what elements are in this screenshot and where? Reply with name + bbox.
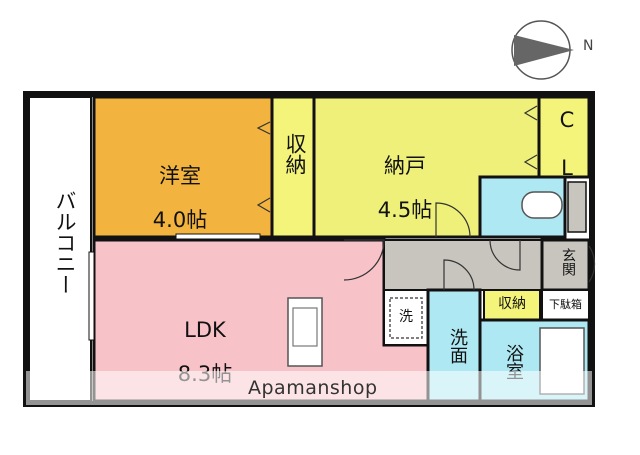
washer-area: [383, 289, 429, 346]
closet-1-label: 収納: [283, 133, 307, 175]
watermark-text: Apamanshop: [248, 377, 378, 399]
washroom-label: 洗面: [447, 328, 468, 364]
compass-icon: [511, 20, 574, 80]
door-arc-entrance: [588, 245, 596, 283]
western-room-size: 4.0帖: [152, 208, 208, 233]
western-room-area: [92, 95, 274, 239]
storage-room-size: 4.5帖: [377, 198, 433, 223]
storage-room-label: 納戸 4.5帖: [355, 133, 455, 243]
entrance-label: 玄関: [560, 248, 576, 276]
western-room-label: 洋室 4.0帖: [130, 143, 230, 253]
toilet-bowl: [521, 191, 563, 219]
storage-room-name: 納戸: [384, 154, 426, 179]
balcony-area: [28, 96, 92, 402]
door-arc-toilet: [489, 239, 521, 271]
door-swing-western: [256, 121, 271, 135]
watermark: Apamanshop: [26, 371, 592, 405]
closet-cl-label: C L: [555, 108, 579, 180]
ldk-name: LDK: [184, 318, 226, 343]
closet-cl-area: [537, 95, 591, 179]
door-swing-storage: [523, 105, 538, 121]
door-arc-ldk: [343, 239, 385, 281]
window-western: [175, 233, 261, 240]
hallway-area: [383, 239, 543, 291]
door-swing-storage-2: [523, 154, 538, 170]
washer-space: [389, 297, 423, 339]
shoe-box-label: 下駄箱: [549, 298, 582, 311]
kitchen-sink: [292, 307, 318, 347]
western-room-name: 洋室: [159, 164, 201, 189]
door-arc-wash: [443, 259, 475, 291]
door-swing-western-2: [256, 197, 271, 213]
washer-label: 洗: [399, 309, 413, 325]
compass-north-label: N: [583, 38, 594, 54]
storage-small-label: 収納: [498, 296, 526, 312]
door-arc-storage: [435, 202, 471, 238]
toilet-tank: [567, 181, 587, 233]
window-balcony-ldk: [88, 251, 95, 341]
balcony-label: バルコニー: [53, 190, 77, 295]
